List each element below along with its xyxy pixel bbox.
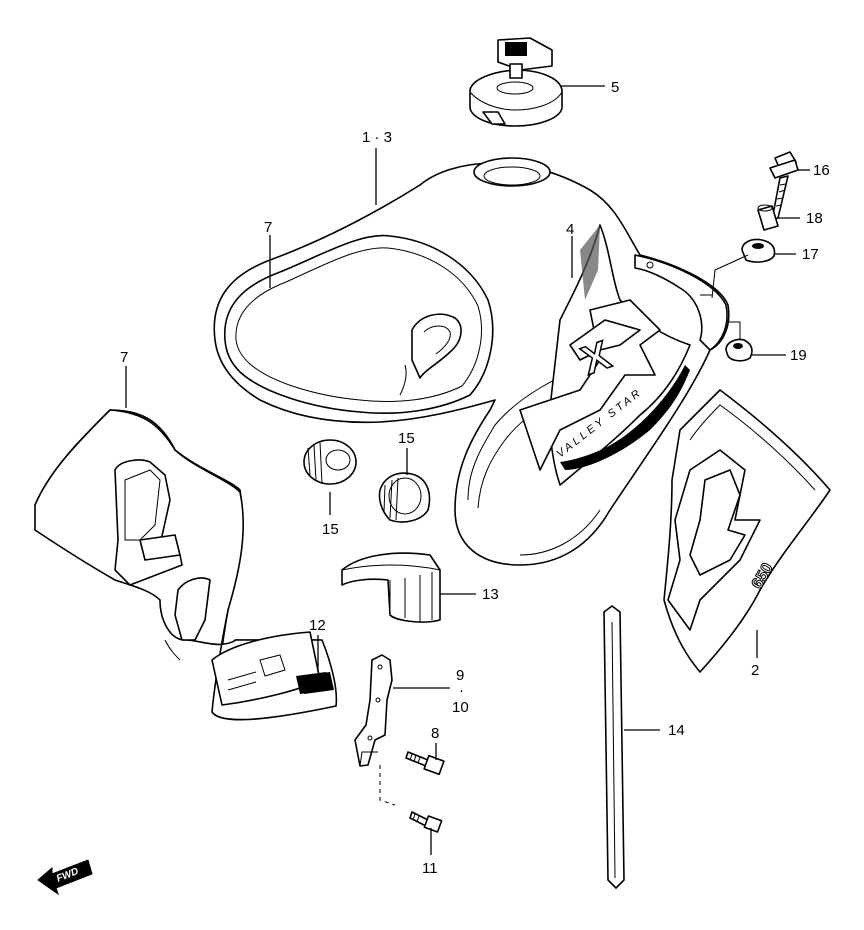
fuel-cap: [469, 37, 563, 127]
screw-16: [769, 151, 799, 221]
callout-16: 16: [813, 162, 830, 179]
callout-11: 11: [422, 860, 438, 877]
tank-decal: VALLEY STAR: [519, 224, 691, 486]
side-panel: 650: [663, 389, 831, 673]
callout-10: 10: [452, 699, 469, 716]
callout-8: 8: [431, 725, 439, 742]
callout-14: 14: [668, 722, 685, 739]
callout-7: 7: [120, 349, 128, 366]
grommet-left: [303, 439, 357, 485]
fwd-arrow-icon: FWD: [37, 859, 93, 896]
cable-tie: [603, 605, 625, 889]
callout-15-left: 15: [322, 521, 339, 538]
grommet-17: [741, 238, 776, 263]
callout-6: 7: [264, 219, 272, 236]
callout-17: 17: [802, 246, 819, 263]
front-cover: [34, 409, 338, 721]
pad-12-shape: [296, 672, 332, 694]
grommet-19: [725, 338, 753, 362]
callout-1-3: 1 · 3: [362, 129, 392, 146]
callout-19: 19: [790, 347, 807, 364]
callout-15-right: 15: [398, 430, 415, 447]
bracket: [354, 654, 393, 767]
callout-5: 5: [611, 79, 619, 96]
bolt-8: [405, 751, 445, 776]
callout-4: 4: [566, 221, 574, 238]
callout-18: 18: [806, 210, 823, 227]
callout-2: 2: [751, 662, 759, 679]
bolt-11: [409, 811, 443, 833]
callout-9-10-dot: ·: [459, 682, 464, 699]
callout-12: 12: [309, 617, 326, 634]
grommet-right: [378, 472, 431, 523]
leader-lines: [125, 85, 810, 855]
callout-9: 9: [456, 667, 464, 684]
callout-13: 13: [482, 586, 499, 603]
cushion: [341, 552, 441, 623]
collar-18: [757, 204, 779, 231]
